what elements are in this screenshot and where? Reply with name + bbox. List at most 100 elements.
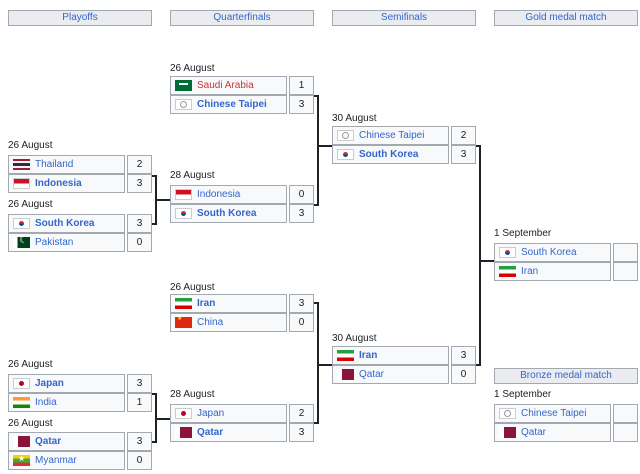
team-score: 3 <box>451 145 476 164</box>
pakistan-flag-icon <box>13 237 30 248</box>
team-score: 2 <box>451 126 476 145</box>
team-name-link[interactable]: Japan <box>35 378 64 389</box>
team-name-link[interactable]: Chinese Taipei <box>197 99 267 110</box>
header-quarterfinals[interactable]: Quarterfinals <box>170 10 314 26</box>
team-cell: Indonesia <box>170 185 287 204</box>
qatar-flag-icon <box>499 427 516 438</box>
team-cell: Myanmar <box>8 451 125 470</box>
team-score: 0 <box>127 451 152 470</box>
match-date: 28 August <box>170 389 215 400</box>
team-cell: Japan <box>8 374 125 393</box>
team-name-link[interactable]: South Korea <box>197 208 257 219</box>
team-score: 2 <box>127 155 152 174</box>
match-date: 26 August <box>170 63 215 74</box>
team-cell: Indonesia <box>8 174 125 193</box>
team-row: South Korea 3 <box>332 145 476 164</box>
team-row: Iran <box>494 262 638 281</box>
bracket-connector <box>479 145 481 366</box>
team-cell: Saudi Arabia <box>170 76 287 95</box>
india-flag-icon <box>13 397 30 408</box>
team-cell: Qatar <box>170 423 287 442</box>
team-cell: Thailand <box>8 155 125 174</box>
south-korea-flag-icon <box>175 208 192 219</box>
bracket-connector <box>152 393 157 395</box>
match-date: 26 August <box>8 199 53 210</box>
match-date: 26 August <box>170 282 215 293</box>
team-name-link[interactable]: Saudi Arabia <box>197 80 254 91</box>
bracket-connector <box>314 302 319 304</box>
team-row: South Korea <box>494 243 638 262</box>
match-date: 26 August <box>8 140 53 151</box>
header-gold-medal-match[interactable]: Gold medal match <box>494 10 638 26</box>
bracket-connector <box>152 223 157 225</box>
playoff-match-4: Qatar3Myanmar0 <box>8 432 152 470</box>
team-name-link[interactable]: Iran <box>197 298 216 309</box>
team-name-link[interactable]: China <box>197 317 224 328</box>
team-name-link[interactable]: South Korea <box>35 218 95 229</box>
team-cell: Qatar <box>494 423 611 442</box>
bracket-connector <box>317 95 319 206</box>
team-name-link[interactable]: Chinese Taipei <box>521 408 587 419</box>
team-cell: South Korea <box>8 214 125 233</box>
team-name-link[interactable]: Qatar <box>35 436 62 447</box>
bracket-connector <box>317 145 332 147</box>
bracket-connector <box>155 199 170 201</box>
saudi-arabia-flag-icon <box>175 80 192 91</box>
bracket-connector <box>317 302 319 424</box>
team-name-link[interactable]: Chinese Taipei <box>359 130 425 141</box>
japan-flag-icon <box>13 378 30 389</box>
team-name-link[interactable]: Iran <box>359 350 378 361</box>
chinese-taipei-flag-icon <box>337 130 354 141</box>
china-flag-icon <box>175 317 192 328</box>
playoff-match-2: South Korea3Pakistan0 <box>8 214 152 252</box>
team-cell: Japan <box>170 404 287 423</box>
header-bronze-medal-match[interactable]: Bronze medal match <box>494 368 638 384</box>
team-row: Thailand 2 <box>8 155 152 174</box>
team-name-link[interactable]: Indonesia <box>197 189 241 200</box>
team-score: 3 <box>451 346 476 365</box>
bracket-connector <box>152 441 157 443</box>
team-name-link[interactable]: India <box>35 397 57 408</box>
bracket-connector <box>152 175 157 177</box>
iran-flag-icon <box>175 298 192 309</box>
team-name-link[interactable]: Qatar <box>359 369 385 380</box>
team-cell: Pakistan <box>8 233 125 252</box>
bracket-connector <box>317 364 332 366</box>
team-name-link[interactable]: Thailand <box>35 159 74 170</box>
team-row: Japan 3 <box>8 374 152 393</box>
team-name-link[interactable]: Qatar <box>521 427 547 438</box>
team-row: Myanmar 0 <box>8 451 152 470</box>
team-name-link[interactable]: Indonesia <box>35 178 82 189</box>
chinese-taipei-flag-icon <box>499 408 516 419</box>
team-score <box>613 423 638 442</box>
iran-flag-icon <box>337 350 354 361</box>
team-score <box>613 262 638 281</box>
team-row: Chinese Taipei 2 <box>332 126 476 145</box>
iran-flag-icon <box>499 266 516 277</box>
header-semifinals[interactable]: Semifinals <box>332 10 476 26</box>
quarterfinal-match-3: Iran3China0 <box>170 294 314 332</box>
header-playoffs[interactable]: Playoffs <box>8 10 152 26</box>
team-name-link[interactable]: Iran <box>521 266 539 277</box>
team-name-link[interactable]: South Korea <box>521 247 577 258</box>
team-score: 3 <box>127 374 152 393</box>
team-cell: Chinese Taipei <box>332 126 449 145</box>
team-name-link[interactable]: Qatar <box>197 427 224 438</box>
team-name-link[interactable]: Myanmar <box>35 455 77 466</box>
south-korea-flag-icon <box>13 218 30 229</box>
team-name-link[interactable]: Pakistan <box>35 237 74 248</box>
team-name-link[interactable]: South Korea <box>359 149 419 160</box>
match-date: 30 August <box>332 333 377 344</box>
bracket-connector <box>476 145 481 147</box>
team-name-link[interactable]: Japan <box>197 408 225 419</box>
